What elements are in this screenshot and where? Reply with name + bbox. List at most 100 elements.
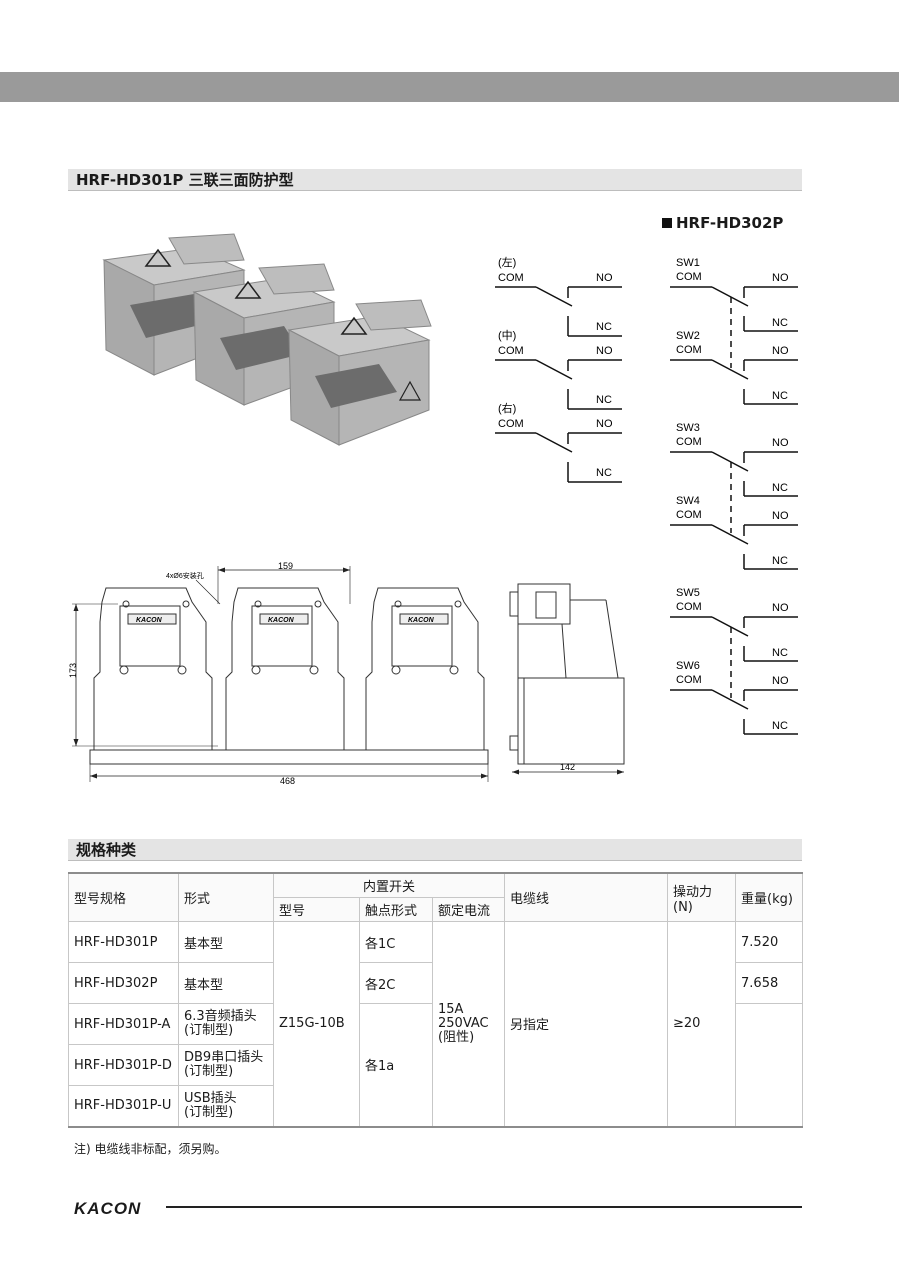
com-label: COM xyxy=(676,344,702,356)
wiring-right-pair-3: SW5 COM NO NC SW6 COM NO NC xyxy=(670,587,798,735)
wiring-sw3: SW3 COM NO NC xyxy=(670,422,798,497)
pedal-unit-right xyxy=(287,299,432,446)
table-row: HRF-HD301P-A 6.3音频插头 (订制型) 各1a xyxy=(68,1003,804,1127)
wiring-label: (中) xyxy=(498,329,516,342)
header-cable: 电缆线 xyxy=(504,872,669,922)
wiring-sw5: SW5 COM NO NC xyxy=(670,587,798,662)
cell-form: USB插头 (订制型) xyxy=(178,1085,274,1127)
cell-form: DB9串口插头 (订制型) xyxy=(178,1044,274,1086)
base-plate xyxy=(89,749,489,765)
cell-contact: 各2C xyxy=(359,962,433,1004)
sw-label: SW1 xyxy=(676,257,700,269)
cell-model: HRF-HD301P-A xyxy=(68,1003,179,1045)
sw-label: SW3 xyxy=(676,422,700,434)
header-switch-group: 内置开关 xyxy=(272,872,506,898)
no-label: NO xyxy=(596,418,613,430)
cell-contact: 各1C xyxy=(359,921,433,963)
com-label: COM xyxy=(676,601,702,613)
cell-form: 基本型 xyxy=(178,962,274,1004)
section-title-product: HRF-HD301P 三联三面防护型 xyxy=(68,169,802,191)
no-label: NO xyxy=(772,437,789,449)
dim-142-label: 142 xyxy=(560,762,575,772)
brand-logo: KACON xyxy=(74,1199,142,1218)
dim-173-label: 173 xyxy=(68,663,78,678)
cell-weight: 7.658 xyxy=(735,962,804,1004)
logo-text-1: KACON xyxy=(136,617,163,624)
footer-rule xyxy=(166,1206,802,1208)
cell-form: 6.3音频插头 (订制型) xyxy=(178,1003,274,1045)
housing-middle xyxy=(225,587,345,751)
header-switch-model: 型号 xyxy=(273,897,360,922)
nc-label: NC xyxy=(596,394,612,406)
rated-line1: 15A xyxy=(438,1001,464,1017)
form-line2: (订制型) xyxy=(184,1104,234,1120)
section-title-spec: 规格种类 xyxy=(68,839,802,861)
wiring-subtitle: HRF-HD302P xyxy=(662,214,783,232)
front-view-drawing: 159 4xØ6安装孔 KACON KACON KACON 173 xyxy=(68,561,489,786)
dim-159-label: 159 xyxy=(278,561,293,571)
cell-force: ≥20 xyxy=(667,921,737,1127)
wiring-right-pair-2: SW3 COM NO NC SW4 COM NO NC xyxy=(670,422,798,570)
wiring-sw2: SW2 COM NO NC xyxy=(670,330,798,405)
hole-note: 4xØ6安装孔 xyxy=(166,571,204,580)
wiring-label: (左) xyxy=(498,256,516,269)
cell-model: HRF-HD301P xyxy=(68,921,179,963)
nc-label: NC xyxy=(772,647,788,659)
com-label: COM xyxy=(676,271,702,283)
square-bullet-icon xyxy=(662,218,672,228)
logo-text-3: KACON xyxy=(408,617,435,624)
com-label: COM xyxy=(676,674,702,686)
top-band xyxy=(0,72,899,102)
housing-right xyxy=(365,587,485,751)
dimension-142: 142 xyxy=(512,762,624,775)
table-row: HRF-HD301P-D DB9串口插头 (订制型) xyxy=(68,1044,803,1086)
dimension-173: 173 xyxy=(68,603,218,747)
form-line1: DB9串口插头 xyxy=(184,1050,264,1065)
form-line1: USB插头 xyxy=(184,1090,237,1106)
dim-468-label: 468 xyxy=(280,776,295,786)
form-line1: 6.3音频插头 xyxy=(184,1009,257,1024)
com-label: COM xyxy=(498,418,524,430)
header-model: 型号规格 xyxy=(68,872,179,922)
wiring-left-3: (右) COM NO NC xyxy=(495,401,622,483)
sw-label: SW4 xyxy=(676,495,700,507)
no-label: NO xyxy=(772,510,789,522)
wiring-sw4: SW4 COM NO NC xyxy=(670,495,798,570)
header-force: 操动力(N) xyxy=(667,872,737,922)
cell-model: HRF-HD301P-D xyxy=(68,1044,179,1086)
table-row: HRF-HD301P 基本型 Z15G-10B 各1C 15A 250VAC (… xyxy=(68,921,804,1127)
sw-label: SW6 xyxy=(676,660,700,672)
nc-label: NC xyxy=(596,321,612,333)
wiring-right-pair-1: SW1 COM NO NC SW2 COM NO NC xyxy=(670,257,798,405)
rated-line3: (阻性) xyxy=(438,1029,475,1045)
sw-label: SW2 xyxy=(676,330,700,342)
no-label: NO xyxy=(772,345,789,357)
cell-weight-empty xyxy=(735,1003,804,1127)
rated-line2: 250VAC xyxy=(438,1015,489,1031)
wiring-sw1: SW1 COM NO NC xyxy=(670,257,798,332)
side-view-drawing: 142 xyxy=(509,583,625,775)
cell-weight: 7.520 xyxy=(735,921,804,963)
nc-label: NC xyxy=(772,555,788,567)
com-label: COM xyxy=(498,272,524,284)
header-weight: 重量(kg) xyxy=(735,872,804,922)
nc-label: NC xyxy=(772,720,788,732)
housing-left xyxy=(93,587,213,751)
cell-rated: 15A 250VAC (阻性) xyxy=(431,921,506,1127)
com-label: COM xyxy=(676,436,702,448)
table-row: HRF-HD301P-U USB插头 (订制型) xyxy=(68,1085,803,1127)
spec-table: 型号规格 形式 内置开关 电缆线 操动力(N) 重量(kg) 型号 触点形式 额… xyxy=(68,872,804,1128)
no-label: NO xyxy=(596,272,613,284)
product-photo xyxy=(102,233,432,446)
cell-model: HRF-HD301P-U xyxy=(68,1085,179,1127)
wiring-left-1: (左) COM NO NC xyxy=(495,256,622,337)
com-label: COM xyxy=(676,509,702,521)
logo-text-2: KACON xyxy=(268,617,295,624)
header-rated: 额定电流 xyxy=(431,897,506,922)
nc-label: NC xyxy=(772,317,788,329)
pedal-unit-middle xyxy=(192,263,336,406)
wiring-left-2: (中) COM NO NC xyxy=(495,329,622,410)
dimension-468: 468 xyxy=(89,764,489,786)
cell-cable: 另指定 xyxy=(504,921,669,1127)
sw-label: SW5 xyxy=(676,587,700,599)
